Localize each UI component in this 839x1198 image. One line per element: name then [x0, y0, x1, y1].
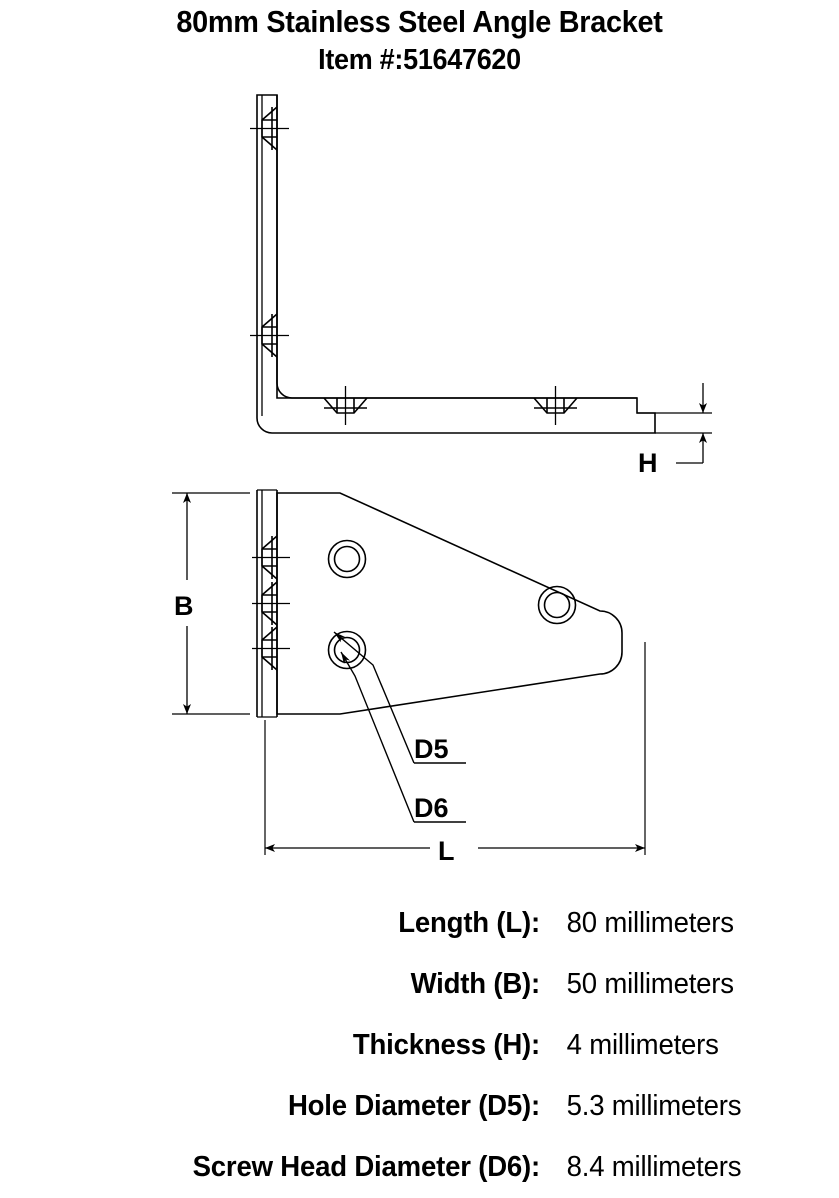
title-block: 80mm Stainless Steel Angle Bracket Item … [0, 0, 839, 79]
dimension-label-B: B [174, 591, 194, 621]
table-row: Screw Head Diameter (D6): 8.4 millimeter… [0, 1137, 839, 1198]
table-row: Thickness (H): 4 millimeters [0, 1015, 839, 1076]
spec-label-screw-head-diameter: Screw Head Diameter (D6): [192, 1151, 541, 1183]
side-profile-view: H [250, 94, 712, 478]
countersink-horizontal-right [533, 386, 578, 425]
specifications-table: Length (L): 80 millimeters Width (B): 50… [0, 893, 839, 1198]
spec-value-hole-diameter: 5.3 millimeters [566, 1090, 742, 1122]
leader-D5: D5 [333, 631, 466, 764]
table-row: Hole Diameter (D5): 5.3 millimeters [0, 1076, 839, 1137]
spec-label-thickness: Thickness (H): [352, 1029, 540, 1061]
table-row: Length (L): 80 millimeters [0, 893, 839, 954]
spec-label-hole-diameter: Hole Diameter (D5): [287, 1090, 540, 1122]
item-number: Item #:51647620 [318, 44, 521, 76]
label-D5: D5 [414, 734, 449, 764]
spec-value-screw-head-diameter: 8.4 millimeters [566, 1151, 742, 1183]
product-title: 80mm Stainless Steel Angle Bracket [176, 4, 663, 39]
plan-view: B L D5 D6 [170, 489, 646, 866]
dimension-length-L: L [264, 642, 646, 866]
countersink-vertical-upper [250, 106, 289, 151]
dimension-label-H: H [638, 448, 658, 478]
countersink-edge-3 [252, 626, 290, 671]
countersink-edge-1 [252, 535, 290, 580]
leader-D6: D6 [340, 651, 466, 823]
technical-drawing: H [0, 80, 839, 870]
hole-right [537, 585, 577, 625]
dimension-width-B: B [170, 492, 250, 715]
dimension-label-L: L [438, 836, 455, 866]
spec-label-length: Length (L): [398, 907, 540, 939]
label-D6: D6 [414, 793, 449, 823]
countersink-horizontal-left [323, 386, 368, 425]
spec-label-width: Width (B): [410, 968, 541, 1000]
table-row: Width (B): 50 millimeters [0, 954, 839, 1015]
countersink-vertical-lower [250, 313, 289, 358]
spec-value-thickness: 4 millimeters [566, 1029, 719, 1061]
dimension-thickness-H: H [638, 383, 712, 478]
spec-value-width: 50 millimeters [566, 968, 734, 1000]
hole-upper-left [327, 539, 367, 579]
spec-value-length: 80 millimeters [566, 907, 734, 939]
countersink-edge-2 [252, 581, 290, 626]
